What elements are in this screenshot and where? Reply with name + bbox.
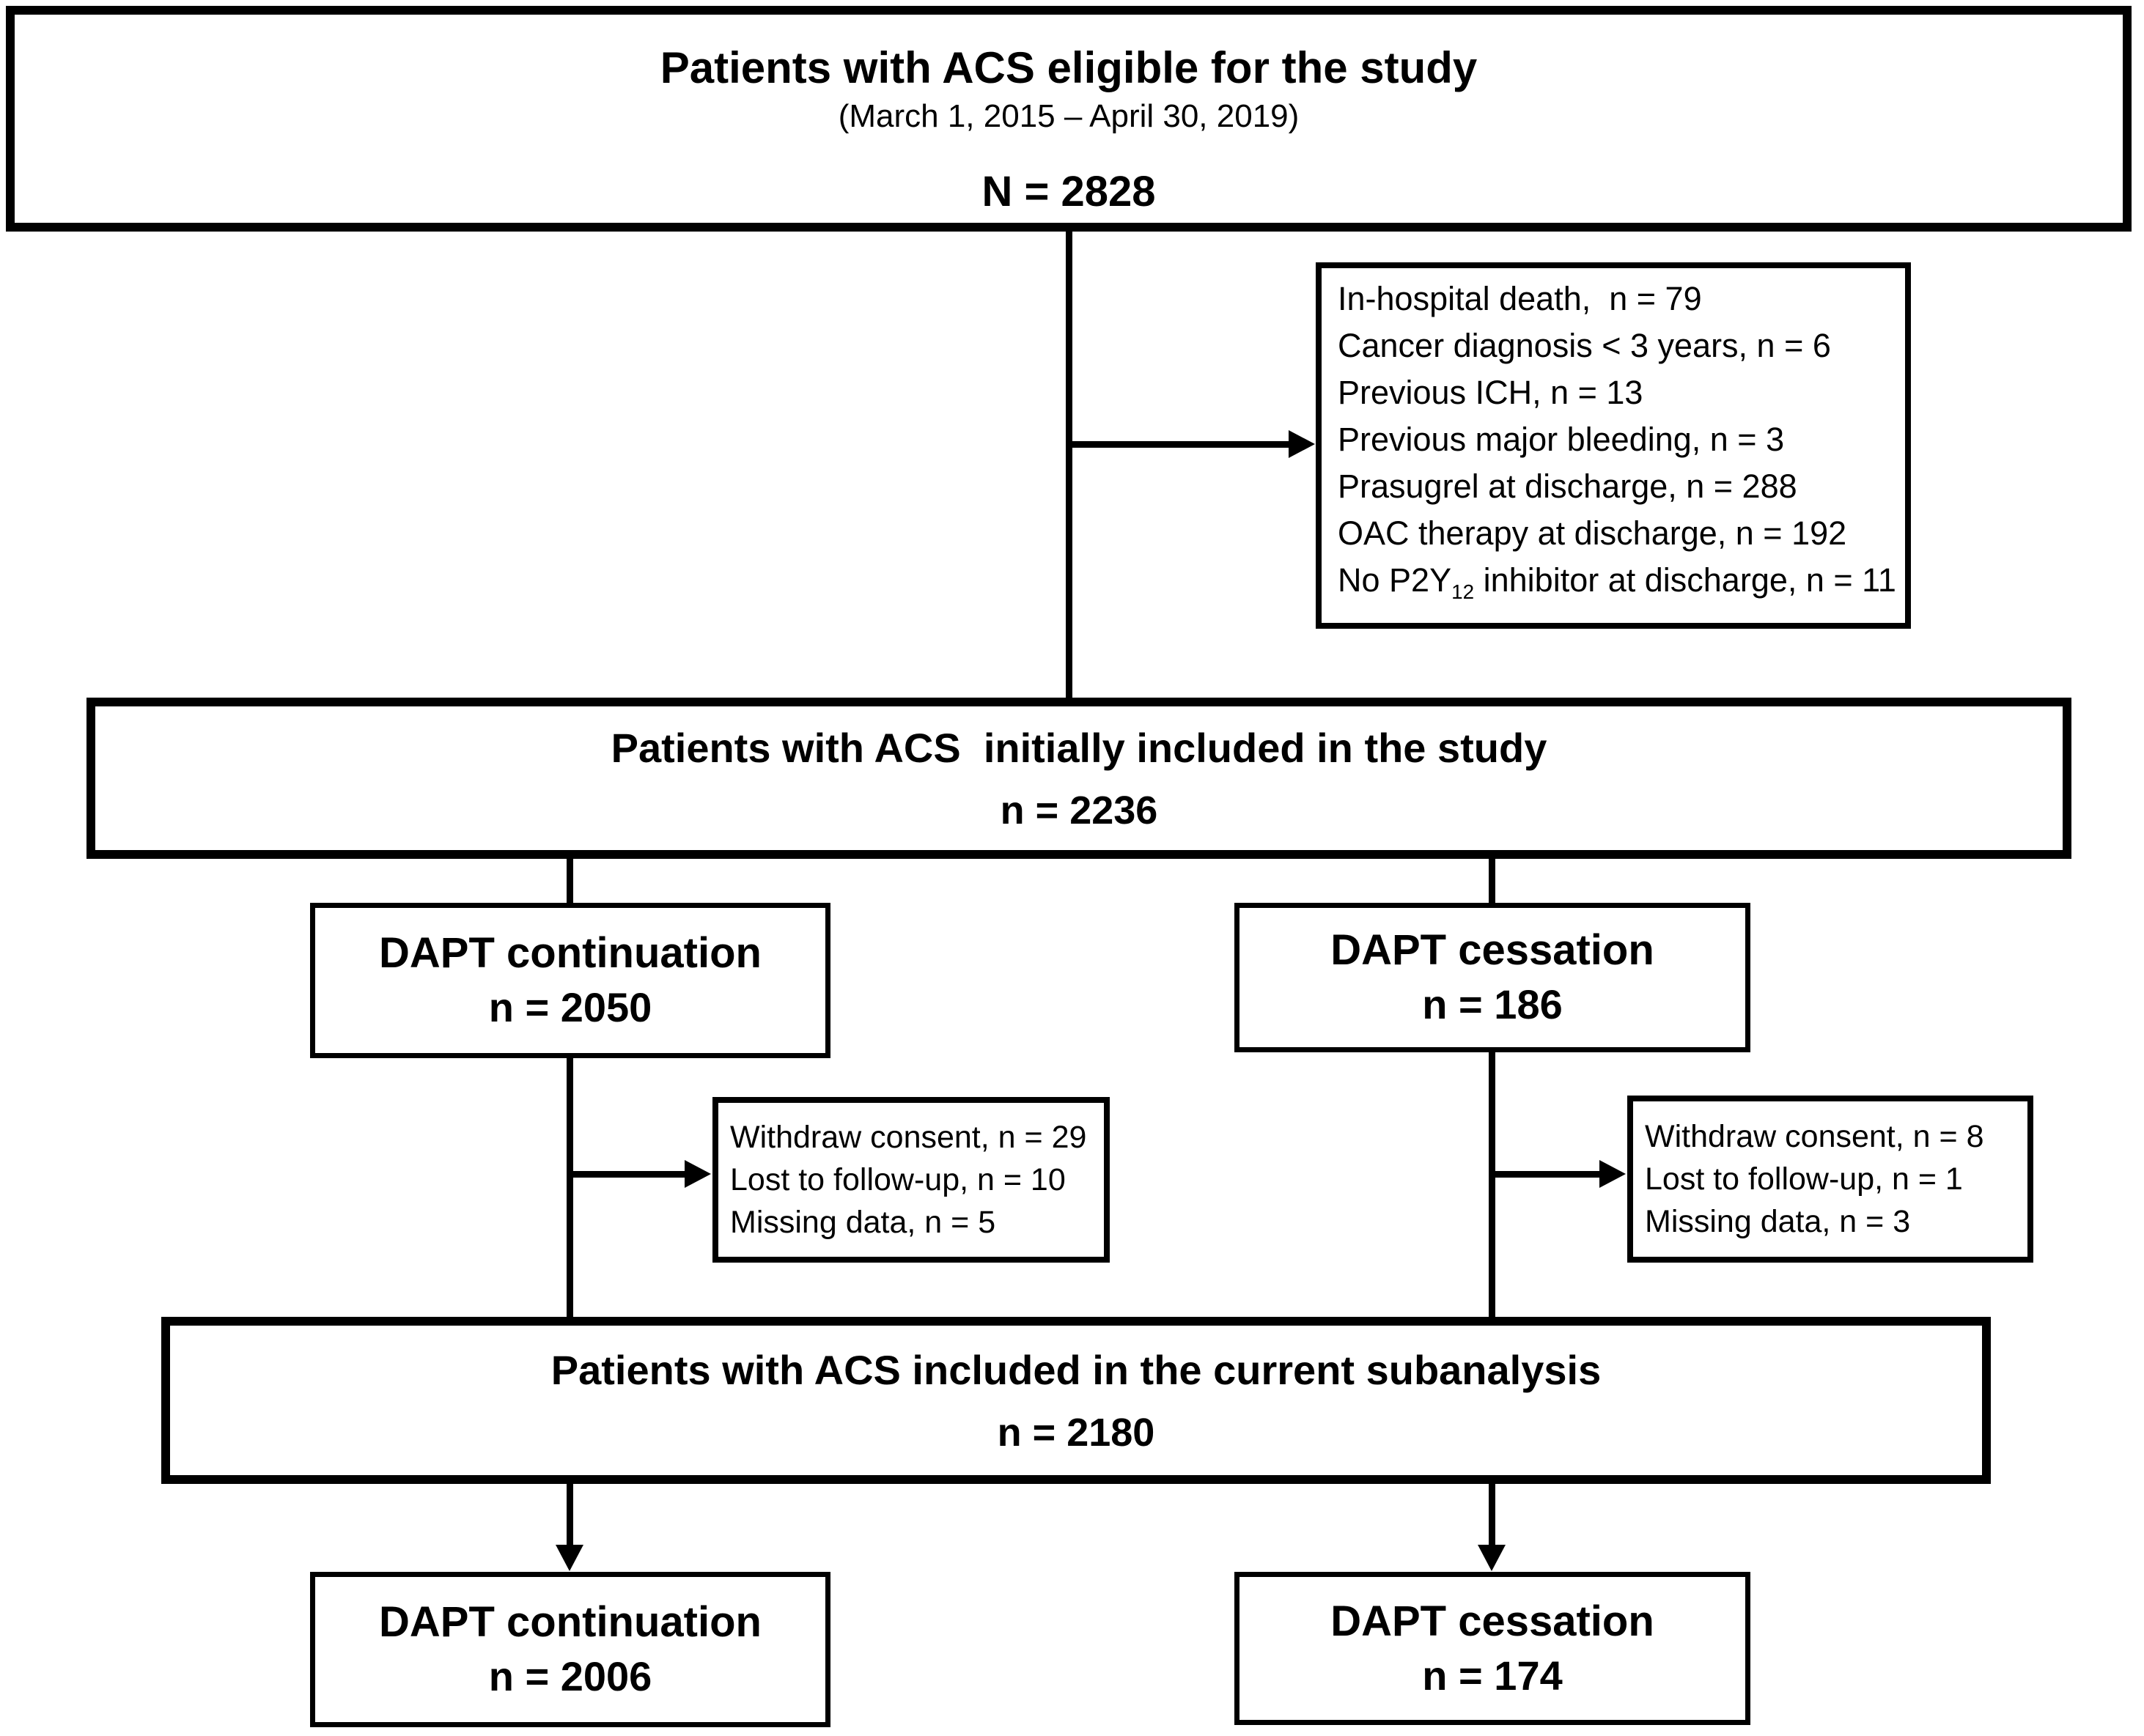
arrowhead-to-cessation-exclusions: [1599, 1160, 1626, 1188]
dapt-continuation-count: n = 2050: [488, 984, 652, 1030]
cessation-exclusions-box: Withdraw consent, n = 8 Lost to follow-u…: [1627, 1096, 2033, 1263]
exclusion-item: Withdraw consent, n = 29: [730, 1120, 1087, 1155]
dapt-cessation-final-count: n = 174: [1422, 1652, 1563, 1699]
dapt-cessation-title: DAPT cessation: [1330, 926, 1654, 974]
exclusion-item: Lost to follow-up, n = 10: [730, 1162, 1066, 1197]
dapt-cessation-count: n = 186: [1422, 981, 1563, 1027]
exclusion-item: Missing data, n = 5: [730, 1205, 996, 1240]
eligible-box-date-range: (March 1, 2015 – April 30, 2019): [838, 98, 1300, 134]
exclusion-item: Cancer diagnosis < 3 years, n = 6: [1338, 327, 1831, 364]
connector-continuation-exclusion-shaft: [570, 1171, 688, 1178]
connector-eligible-to-initial: [1066, 232, 1072, 698]
dapt-cessation-box: DAPT cessation n = 186: [1234, 903, 1750, 1052]
dapt-continuation-box: DAPT continuation n = 2050: [310, 903, 830, 1058]
initially-included-box: Patients with ACS initially included in …: [86, 698, 2071, 859]
connector-cessation-exclusion-shaft: [1492, 1171, 1601, 1178]
connector-subanalysis-to-cessation-final: [1489, 1484, 1495, 1548]
exclusion-item: OAC therapy at discharge, n = 192: [1338, 514, 1847, 552]
continuation-exclusions-box: Withdraw consent, n = 29 Lost to follow-…: [712, 1097, 1110, 1263]
connector-exclusion-arrow-shaft: [1069, 441, 1290, 448]
arrowhead-to-continuation-final: [556, 1545, 583, 1571]
subanalysis-title: Patients with ACS included in the curren…: [550, 1347, 1602, 1393]
initially-included-title: Patients with ACS initially included in …: [611, 725, 1547, 771]
dapt-cessation-final-title: DAPT cessation: [1330, 1597, 1654, 1645]
eligible-patients-box: Patients with ACS eligible for the study…: [6, 6, 2132, 232]
exclusion-item: Previous major bleeding, n = 3: [1338, 421, 1785, 458]
arrowhead-to-continuation-exclusions: [685, 1160, 711, 1188]
arrowhead-to-cessation-final: [1478, 1545, 1506, 1571]
subanalysis-box: Patients with ACS included in the curren…: [161, 1317, 1991, 1484]
dapt-continuation-final-box: DAPT continuation n = 2006: [310, 1572, 830, 1727]
connector-cessation-to-subanalysis: [1489, 1052, 1495, 1319]
connector-initial-to-continuation: [567, 859, 573, 904]
dapt-continuation-final-title: DAPT continuation: [379, 1598, 762, 1646]
dapt-cessation-final-box: DAPT cessation n = 174: [1234, 1572, 1750, 1725]
initial-exclusions-box: In-hospital death, n = 79 Cancer diagnos…: [1316, 262, 1911, 629]
exclusion-item-p2y12: No P2Y12 inhibitor at discharge, n = 11: [1338, 557, 1896, 616]
exclusion-item: Withdraw consent, n = 8: [1645, 1119, 1984, 1154]
dapt-continuation-final-count: n = 2006: [488, 1653, 652, 1699]
eligible-box-count: N = 2828: [981, 168, 1156, 215]
exclusion-item: Missing data, n = 3: [1645, 1204, 1911, 1239]
eligible-box-title: Patients with ACS eligible for the study: [660, 43, 1478, 92]
p2y12-subscript: 12: [1451, 580, 1475, 603]
connector-initial-to-cessation: [1489, 859, 1495, 904]
exclusion-item: Previous ICH, n = 13: [1338, 374, 1643, 411]
connector-continuation-to-subanalysis: [567, 1058, 573, 1319]
p2y12-text-post: inhibitor at discharge, n = 11: [1474, 561, 1896, 599]
connector-subanalysis-to-continuation-final: [567, 1484, 573, 1548]
dapt-continuation-title: DAPT continuation: [379, 929, 762, 977]
arrowhead-to-initial-exclusions: [1289, 430, 1315, 458]
initially-included-count: n = 2236: [1000, 788, 1158, 832]
exclusion-item: In-hospital death, n = 79: [1338, 280, 1702, 317]
exclusion-item: Prasugrel at discharge, n = 288: [1338, 468, 1797, 505]
subanalysis-count: n = 2180: [997, 1411, 1155, 1455]
p2y12-text-pre: No P2Y: [1338, 561, 1452, 599]
exclusion-item: Lost to follow-up, n = 1: [1645, 1161, 1963, 1197]
